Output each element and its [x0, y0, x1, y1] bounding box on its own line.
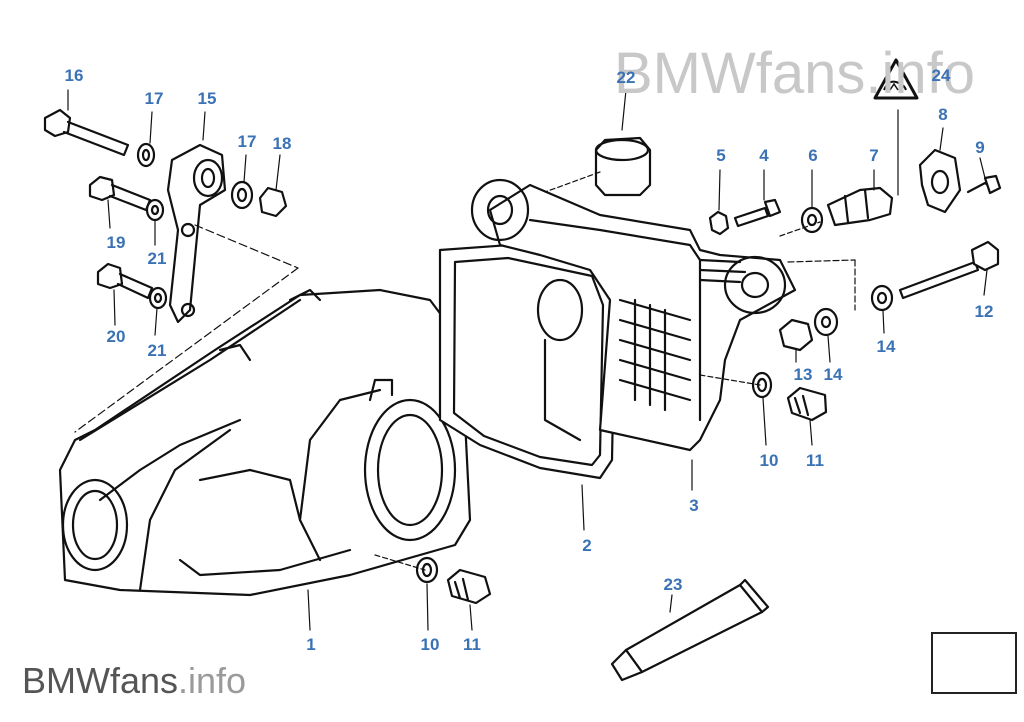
washer-21-bottom [148, 286, 168, 310]
warning-triangle-icon [873, 58, 919, 100]
callout-11-right[interactable]: 11 [806, 451, 824, 470]
callout-21-bottom[interactable]: 21 [147, 341, 167, 360]
callout-16[interactable]: 16 [64, 66, 84, 85]
callout-13[interactable]: 13 [793, 365, 813, 384]
callout-22[interactable]: 22 [616, 68, 636, 87]
nut-18 [258, 186, 288, 218]
callout-9[interactable]: 9 [975, 138, 985, 157]
callout-24[interactable]: 24 [931, 66, 951, 85]
differential-cover [470, 178, 797, 452]
flange-plate-8 [918, 148, 962, 214]
callout-17-left[interactable]: 17 [144, 89, 164, 108]
callout-10-bottom[interactable]: 10 [420, 635, 440, 654]
sealant-tube-23 [610, 578, 770, 682]
next-page-button[interactable] [931, 632, 1017, 694]
watermark-bottom: BMWfans.info [22, 660, 246, 702]
callout-7[interactable]: 7 [869, 146, 879, 165]
washer-17-left [136, 142, 156, 168]
callout-11-bottom[interactable]: 11 [463, 635, 481, 654]
washer-14-left [813, 307, 839, 337]
washer-17-right [230, 180, 254, 210]
callout-10-right[interactable]: 10 [759, 451, 779, 470]
washer-14-right [870, 284, 894, 312]
mounting-bracket [166, 143, 227, 324]
sensor-7 [826, 186, 894, 227]
watermark-top: BMWfans.info [614, 41, 975, 106]
seal-10-right [751, 371, 773, 399]
callout-14-left[interactable]: 14 [823, 365, 843, 384]
callout-8[interactable]: 8 [938, 105, 948, 124]
bolt-9 [966, 174, 1002, 195]
cover-gasket [438, 243, 617, 480]
bolt-20 [96, 262, 154, 300]
callout-18[interactable]: 18 [272, 134, 292, 153]
callout-4[interactable]: 4 [759, 146, 769, 165]
seal-10-bottom [415, 556, 439, 584]
callout-6[interactable]: 6 [808, 146, 818, 165]
callout-3[interactable]: 3 [689, 496, 699, 515]
watermark-brand: BMWfans [22, 660, 179, 701]
callout-2[interactable]: 2 [582, 536, 592, 555]
rubber-mount [594, 136, 652, 197]
nut-13 [778, 318, 814, 352]
callout-1[interactable]: 1 [306, 635, 316, 654]
plug-11-bottom [446, 568, 492, 605]
differential-housing [58, 288, 472, 597]
callout-5[interactable]: 5 [716, 146, 726, 165]
bolt-19 [88, 175, 152, 212]
callout-20[interactable]: 20 [106, 327, 126, 346]
bolt-16 [43, 108, 130, 157]
bolt-4 [733, 198, 782, 228]
washer-6 [800, 206, 824, 234]
watermark-suffix: .info [178, 660, 247, 701]
callout-15[interactable]: 15 [197, 89, 217, 108]
callout-14-right[interactable]: 14 [876, 337, 896, 356]
leader-lines [67, 89, 988, 631]
nut-5 [708, 210, 730, 236]
callout-12[interactable]: 12 [974, 302, 994, 321]
washer-21-top [145, 198, 165, 222]
callout-23[interactable]: 23 [663, 575, 683, 594]
callout-17-right[interactable]: 17 [237, 132, 257, 151]
bolt-12 [898, 240, 1000, 300]
plug-11-right [786, 386, 828, 422]
callout-19[interactable]: 19 [106, 233, 126, 252]
callout-21-top[interactable]: 21 [147, 249, 167, 268]
